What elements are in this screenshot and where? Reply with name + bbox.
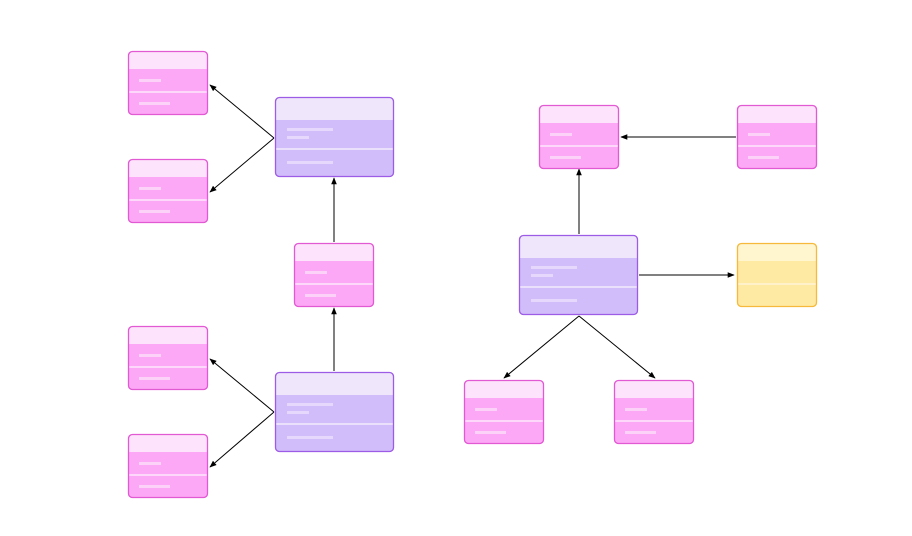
class-node-l1[interactable]: [127, 50, 209, 116]
attribute-line: [287, 411, 309, 414]
class-border: [127, 50, 209, 116]
class-border: [274, 96, 395, 178]
class-node-l3[interactable]: [127, 325, 209, 391]
class-node-r1[interactable]: [538, 104, 620, 170]
class-header: [128, 159, 208, 177]
class-border: [736, 242, 818, 308]
class-header: [128, 51, 208, 69]
class-node-l4[interactable]: [127, 433, 209, 499]
class-border: [736, 104, 818, 170]
class-border: [293, 242, 375, 308]
class-node-lm[interactable]: [293, 242, 375, 308]
class-header: [275, 97, 394, 120]
attribute-line: [139, 79, 161, 82]
class-border: [538, 104, 620, 170]
class-header: [519, 235, 638, 258]
attribute-line: [305, 271, 327, 274]
method-line: [139, 377, 170, 380]
class-node-ry[interactable]: [736, 242, 818, 308]
class-node-l2[interactable]: [127, 158, 209, 224]
method-line: [531, 299, 577, 302]
method-line: [550, 156, 581, 159]
class-header: [614, 380, 694, 398]
class-border: [127, 158, 209, 224]
class-node-lp2[interactable]: [274, 371, 395, 453]
method-line: [475, 431, 506, 434]
attribute-line: [287, 403, 333, 406]
class-border: [127, 325, 209, 391]
edge-lp1-to-l1: [209, 84, 275, 139]
class-header: [464, 380, 544, 398]
attribute-line: [139, 354, 161, 357]
class-header: [539, 105, 619, 123]
class-header: [737, 105, 817, 123]
method-line: [139, 102, 170, 105]
class-border: [463, 379, 545, 445]
nodes-layer: [127, 50, 818, 499]
attribute-line: [625, 408, 647, 411]
class-node-r4[interactable]: [613, 379, 695, 445]
edge-rp-to-r4: [578, 315, 656, 379]
attribute-line: [531, 266, 577, 269]
edge-lp2-to-l4: [209, 411, 275, 468]
attribute-line: [139, 462, 161, 465]
method-line: [287, 161, 333, 164]
class-header: [294, 243, 374, 261]
method-line: [748, 156, 779, 159]
edge-lp1-to-l2: [209, 137, 275, 193]
attribute-line: [748, 133, 770, 136]
class-border: [518, 234, 639, 316]
class-header: [275, 372, 394, 395]
class-header: [737, 243, 817, 261]
class-header: [128, 434, 208, 452]
class-node-rp[interactable]: [518, 234, 639, 316]
attribute-line: [287, 128, 333, 131]
edges-layer: [209, 84, 736, 468]
class-border: [274, 371, 395, 453]
attribute-line: [287, 136, 309, 139]
method-line: [305, 294, 336, 297]
method-line: [139, 485, 170, 488]
edge-rp-to-r3: [503, 315, 580, 379]
method-line: [287, 436, 333, 439]
attribute-line: [550, 133, 572, 136]
class-node-lp1[interactable]: [274, 96, 395, 178]
class-node-r3[interactable]: [463, 379, 545, 445]
attribute-line: [531, 274, 553, 277]
class-header: [128, 326, 208, 344]
class-node-r2[interactable]: [736, 104, 818, 170]
class-border: [613, 379, 695, 445]
method-line: [139, 210, 170, 213]
attribute-line: [139, 187, 161, 190]
class-border: [127, 433, 209, 499]
method-line: [625, 431, 656, 434]
edge-lp2-to-l3: [209, 358, 275, 413]
attribute-line: [475, 408, 497, 411]
